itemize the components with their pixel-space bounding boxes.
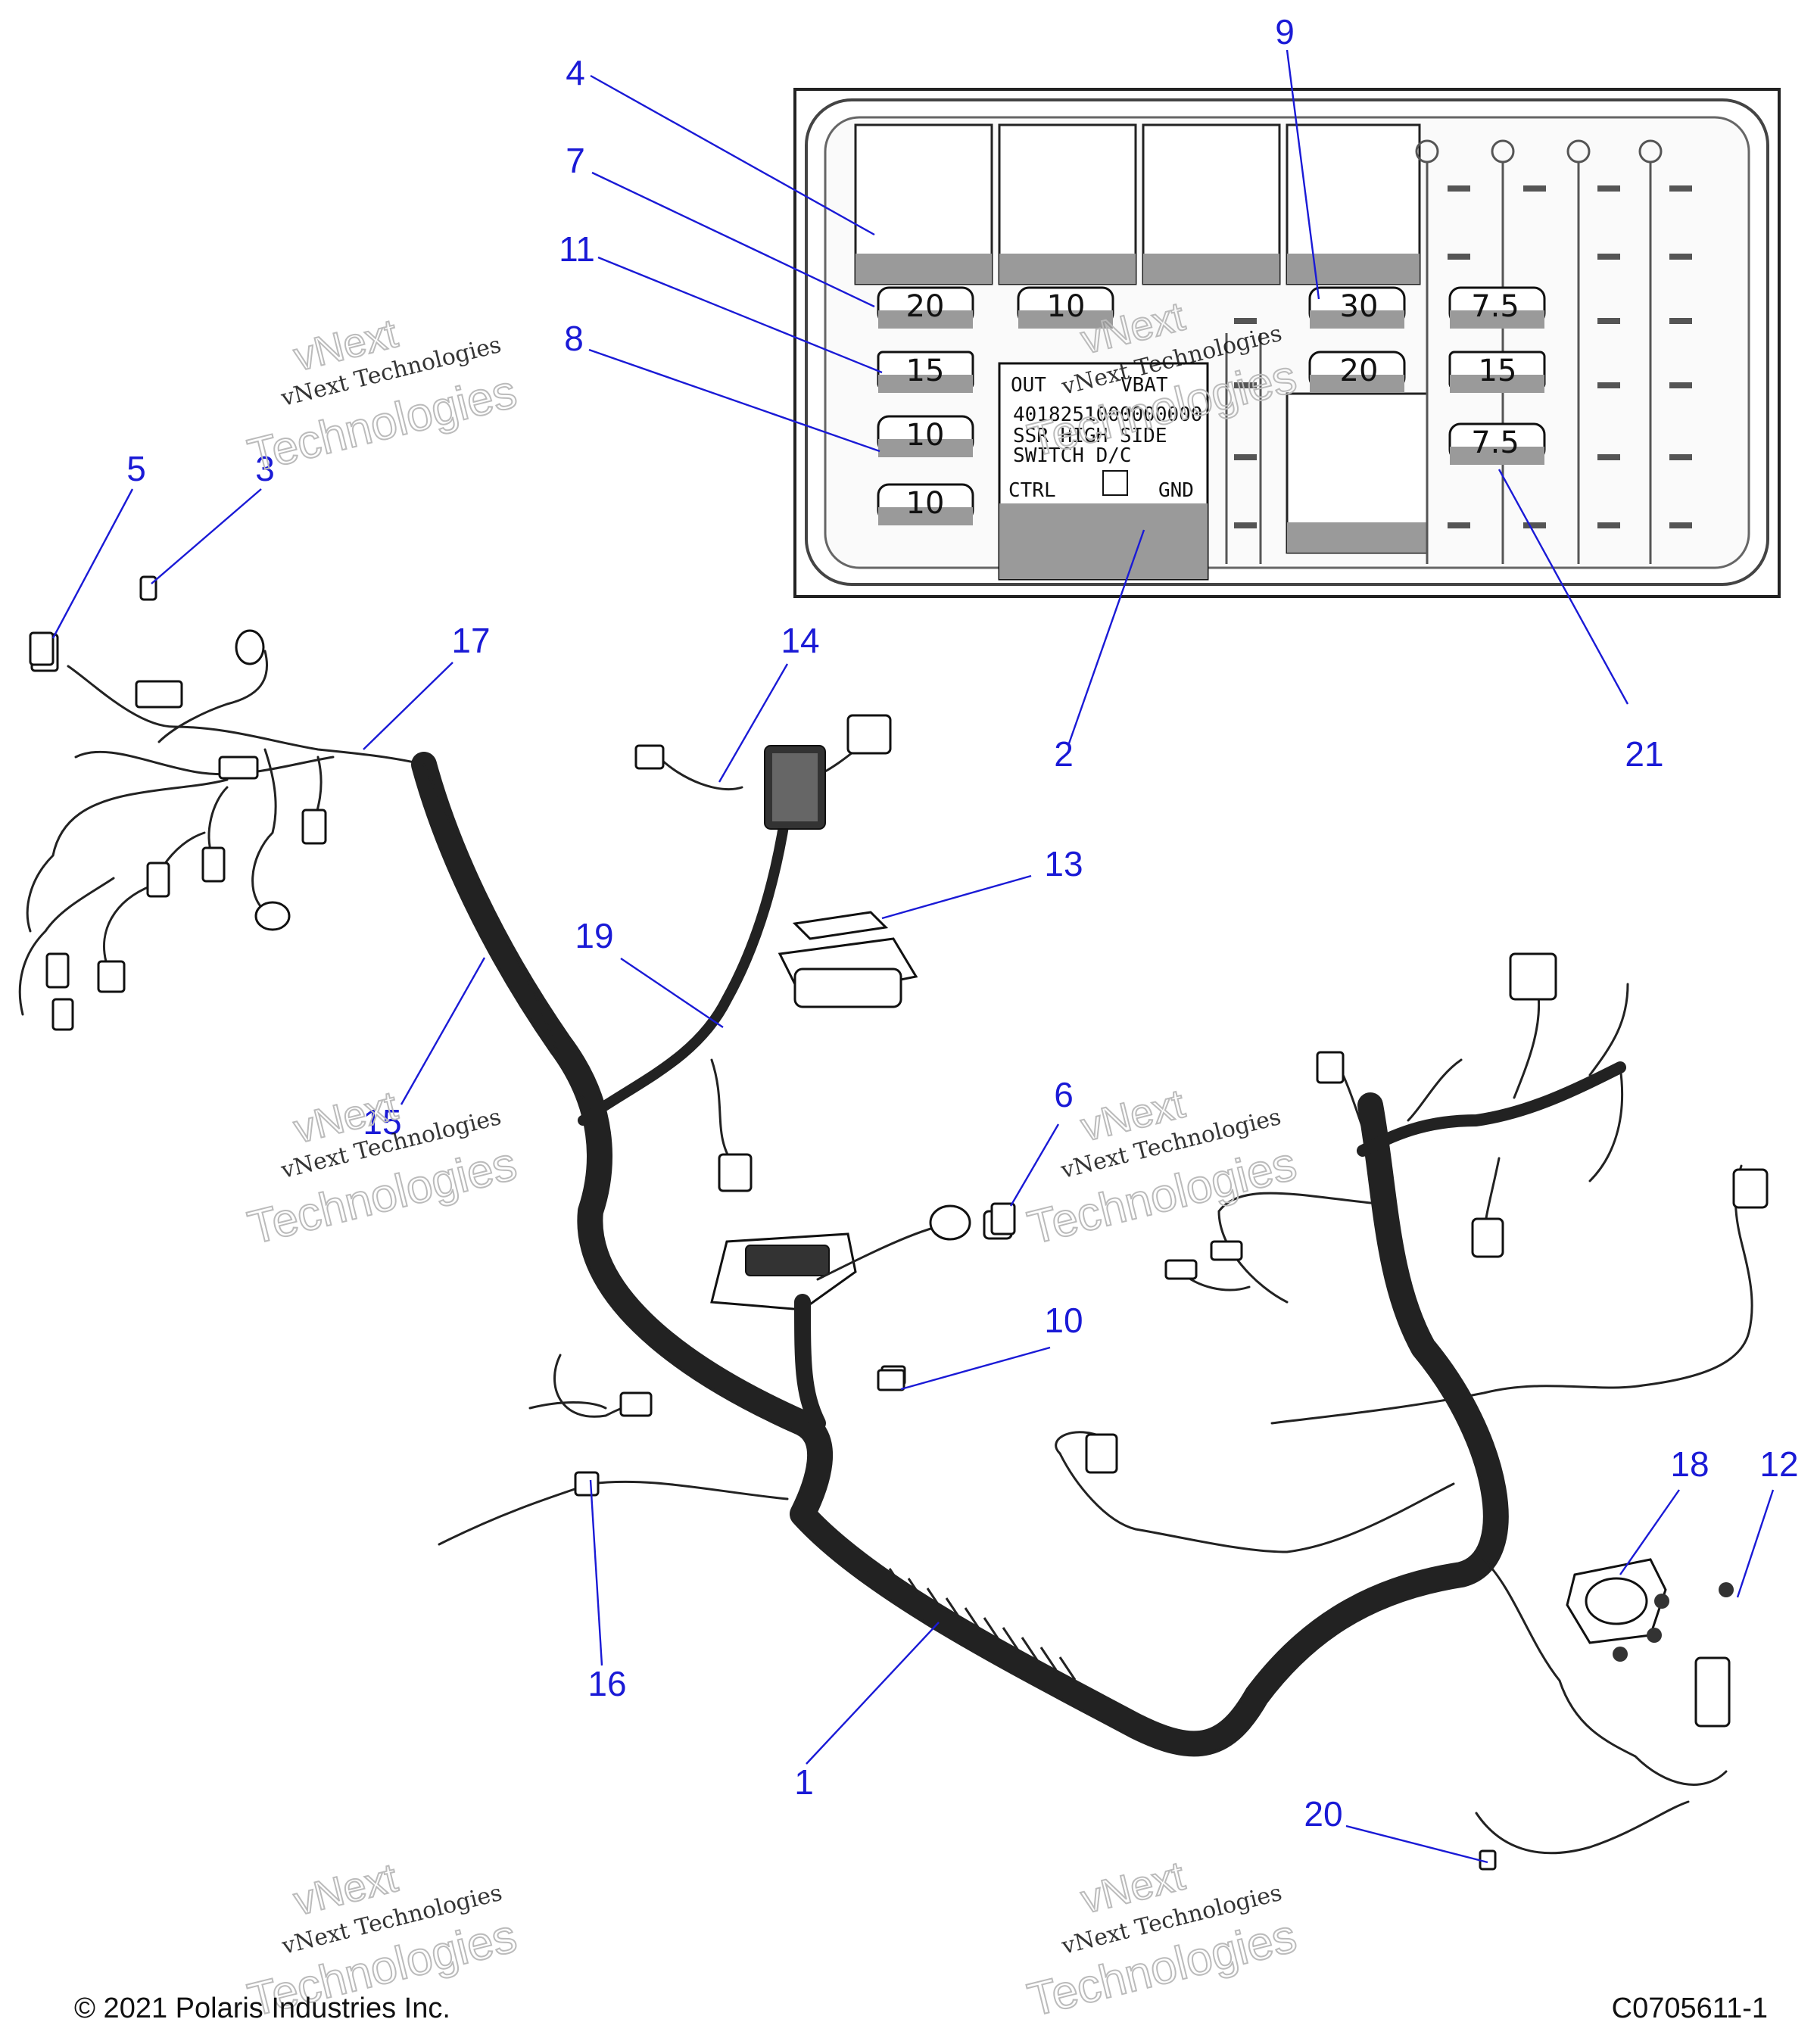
callout-17: 17: [451, 621, 490, 660]
callout-1: 1: [794, 1762, 814, 1802]
copyright-text: © 2021 Polaris Industries Inc.: [74, 1993, 450, 2024]
callout-16: 16: [587, 1664, 626, 1703]
callout-2: 2: [1054, 734, 1074, 774]
callout-labels: 1 2 3 4 5 6 7 8 9 10 11 12 13 14 15 16 1…: [126, 12, 1798, 1834]
svg-text:10: 10: [906, 418, 945, 453]
svg-text:4018251000000000: 4018251000000000: [1013, 404, 1202, 426]
fuse: 10: [877, 483, 974, 525]
wiring-harness: [18, 575, 1769, 1871]
svg-text:GND: GND: [1158, 479, 1194, 502]
svg-text:7.5: 7.5: [1471, 289, 1519, 324]
callout-18: 18: [1670, 1444, 1709, 1484]
callout-14: 14: [781, 621, 819, 660]
watermark-3: vNext vNext Technologies Technologies: [242, 1082, 522, 1255]
svg-text:CTRL: CTRL: [1008, 479, 1056, 502]
fuse: 30: [1308, 286, 1406, 329]
drawing-id: C0705611-1: [1612, 1993, 1768, 2024]
svg-text:15: 15: [906, 354, 945, 388]
svg-text:20: 20: [906, 289, 945, 324]
svg-text:OUT: OUT: [1011, 374, 1046, 397]
fuse: 15: [877, 351, 974, 393]
fuse: 10: [1017, 286, 1114, 329]
callout-21: 21: [1625, 734, 1663, 774]
fuse: 20: [877, 286, 974, 329]
svg-text:10: 10: [906, 486, 945, 521]
terminal-dashes: [1234, 185, 1692, 528]
callout-9: 9: [1275, 12, 1295, 51]
callout-20: 20: [1304, 1794, 1342, 1834]
fuse: 7.5: [1448, 422, 1546, 465]
callout-3: 3: [255, 449, 275, 488]
fuse: 20: [1308, 351, 1406, 393]
svg-text:20: 20: [1340, 354, 1379, 388]
callout-4: 4: [566, 53, 585, 92]
svg-text:7.5: 7.5: [1471, 425, 1519, 460]
fuse-box-inset: 20 10 30 7.5 15: [793, 88, 1781, 598]
leader-lines: [51, 49, 1775, 1864]
relay-block-14: [764, 745, 826, 830]
svg-text:30: 30: [1340, 289, 1379, 324]
svg-text:VBAT: VBAT: [1120, 374, 1168, 397]
callout-5: 5: [126, 449, 146, 488]
svg-text:SWITCH D/C: SWITCH D/C: [1013, 444, 1132, 467]
callout-6: 6: [1054, 1075, 1074, 1114]
callout-10: 10: [1044, 1301, 1083, 1340]
svg-text:SSR HIGH SIDE: SSR HIGH SIDE: [1013, 425, 1167, 447]
callout-15: 15: [363, 1102, 401, 1142]
callout-7: 7: [566, 141, 585, 180]
fuse: 7.5: [1448, 286, 1546, 329]
callout-12: 12: [1759, 1444, 1798, 1484]
callout-8: 8: [564, 319, 584, 358]
svg-text:10: 10: [1047, 289, 1086, 324]
watermark-6: vNext vNext Technologies Technologies: [1022, 1852, 1302, 2027]
watermark-1: vNext vNext Technologies Technologies: [242, 310, 522, 483]
relay-blocks: [854, 123, 1429, 554]
callout-11: 11: [559, 229, 595, 269]
svg-text:15: 15: [1479, 354, 1517, 388]
ssr-module: OUT VBAT 4018251000000000 SSR HIGH SIDE …: [998, 362, 1209, 581]
fuses: 20 10 30 7.5 15: [877, 286, 1546, 525]
watermark-4: vNext vNext Technologies Technologies: [1022, 1080, 1302, 1255]
callout-19: 19: [575, 916, 613, 955]
fuse: 10: [877, 415, 974, 457]
callout-13: 13: [1044, 844, 1083, 883]
fuse: 15: [1448, 351, 1546, 393]
